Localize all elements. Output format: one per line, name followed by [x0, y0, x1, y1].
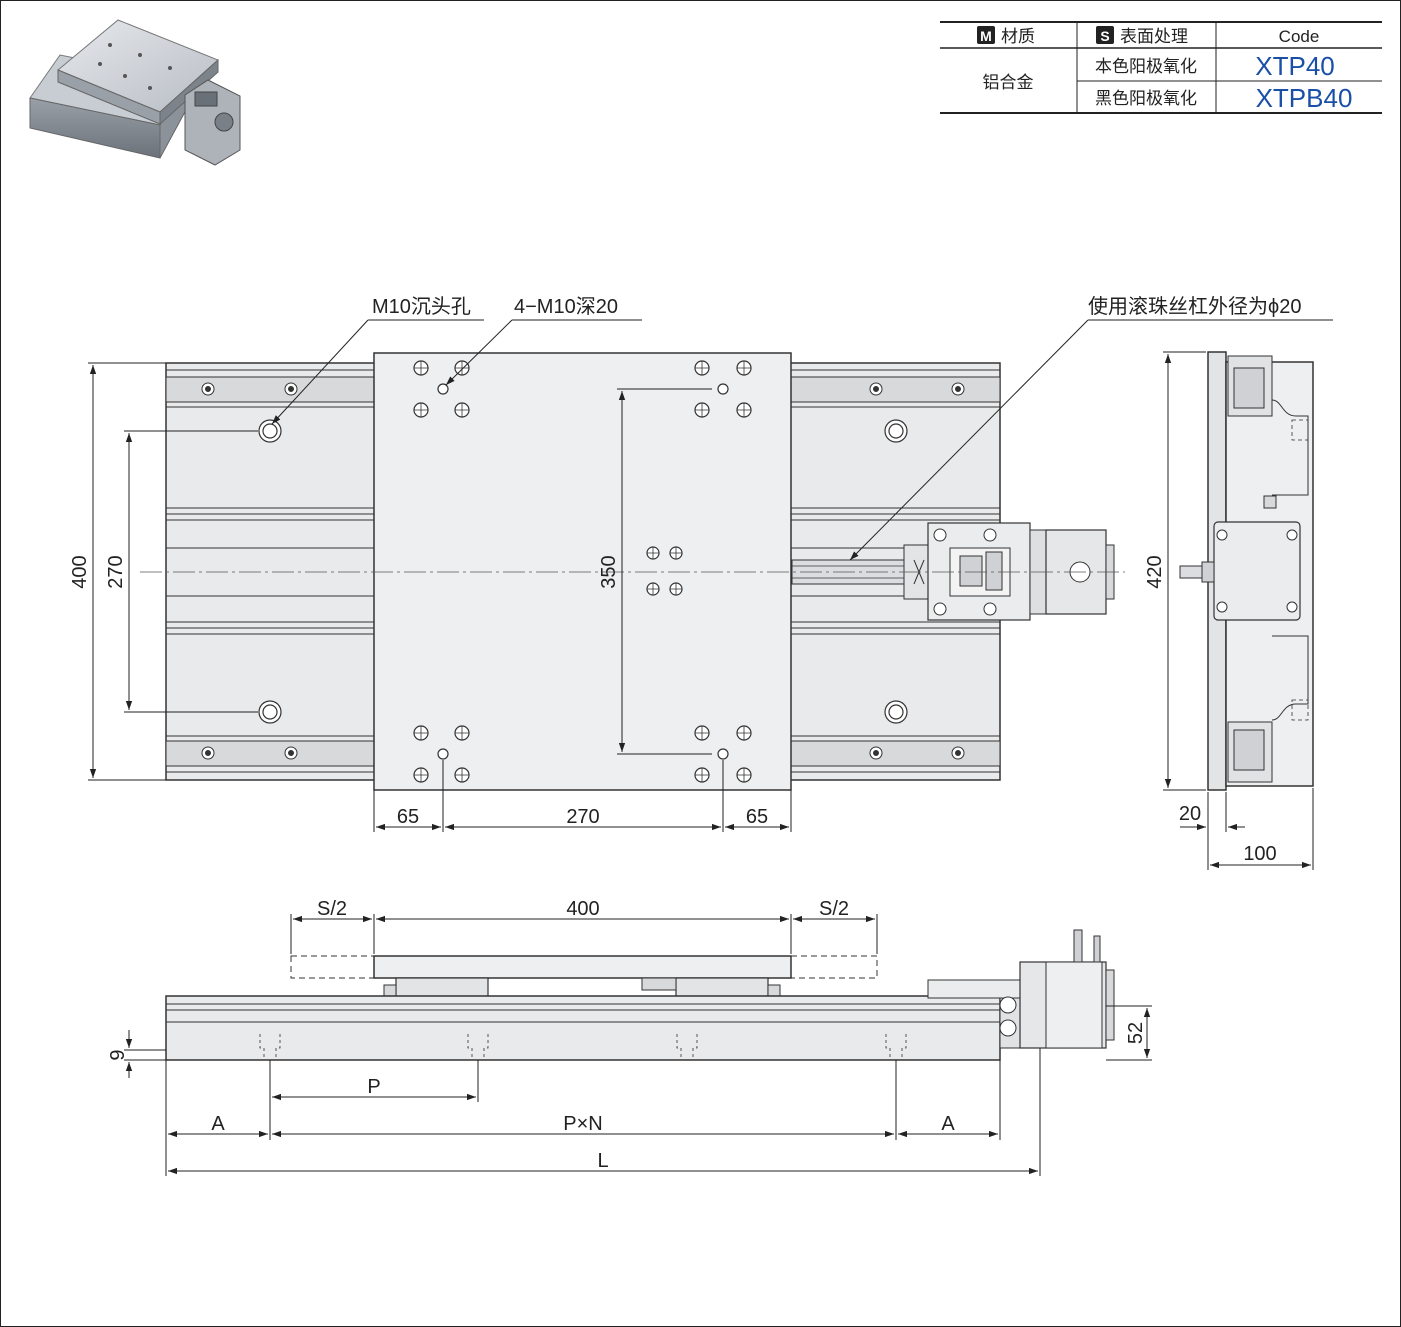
dim-stroke-right: S/2 — [819, 898, 849, 920]
dim-table-holes: 350 — [598, 555, 620, 588]
dim-table-length: 400 — [566, 898, 599, 920]
front-view-labels: S/2 400 S/2 9 52 P A P×N A L — [107, 898, 1147, 1172]
dim-overall-height: 400 — [69, 555, 91, 588]
note-ball-screw: 使用滚珠丝杠外径为ϕ20 — [1088, 295, 1301, 318]
code-row-2: XTPB40 — [1256, 83, 1353, 113]
side-view-dimensions — [1163, 351, 1314, 870]
dim-end-left: A — [211, 1113, 225, 1135]
note-tapped-holes: 4−M10深20 — [514, 295, 618, 318]
surface-header: 表面处理 — [1120, 27, 1188, 46]
material-value: 铝合金 — [983, 73, 1034, 92]
material-badge-icon — [977, 26, 995, 44]
dim-end-right: A — [941, 1113, 955, 1135]
front-view — [165, 929, 1115, 1061]
front-view-dimensions — [124, 914, 1152, 1176]
dim-right-offset: 65 — [746, 806, 768, 828]
dim-total-length: L — [597, 1150, 608, 1172]
dim-side-width: 100 — [1243, 843, 1276, 865]
dim-left-offset: 65 — [397, 806, 419, 828]
side-view-labels: 420 20 100 — [1144, 555, 1277, 865]
dim-pitch: P — [367, 1076, 380, 1098]
dim-stroke-left: S/2 — [317, 898, 347, 920]
dim-center-span: 270 — [566, 806, 599, 828]
top-view — [140, 352, 1125, 791]
code-row-1: XTP40 — [1255, 51, 1335, 81]
dim-side-height: 420 — [1144, 555, 1166, 588]
dim-pitch-count: P×N — [563, 1113, 602, 1135]
spec-table: M 材质 S 表面处理 Code 铝合金 本色阳极氧化 XTP40 黑色阳极氧化… — [940, 21, 1382, 114]
surface-row-1: 本色阳极氧化 — [1095, 57, 1197, 76]
material-header: 材质 — [1001, 27, 1035, 46]
note-counterbore: M10沉头孔 — [372, 295, 471, 318]
dim-side-flange: 20 — [1179, 803, 1201, 825]
product-image — [29, 19, 241, 166]
top-view-labels: 400 270 350 65 270 65 M10沉头孔 4−M10深20 使用… — [69, 295, 1301, 828]
surface-badge: S — [1100, 28, 1109, 44]
side-view — [1179, 351, 1314, 791]
dim-base-height: 9 — [107, 1049, 129, 1060]
surface-row-2: 黑色阳极氧化 — [1095, 89, 1197, 108]
surface-badge-icon — [1096, 26, 1114, 44]
top-view-dimensions — [88, 319, 1333, 832]
dim-motor-height: 52 — [1125, 1022, 1147, 1044]
code-header: Code — [1279, 27, 1320, 46]
material-badge: M — [980, 28, 992, 44]
dim-hole-pitch: 270 — [105, 555, 127, 588]
